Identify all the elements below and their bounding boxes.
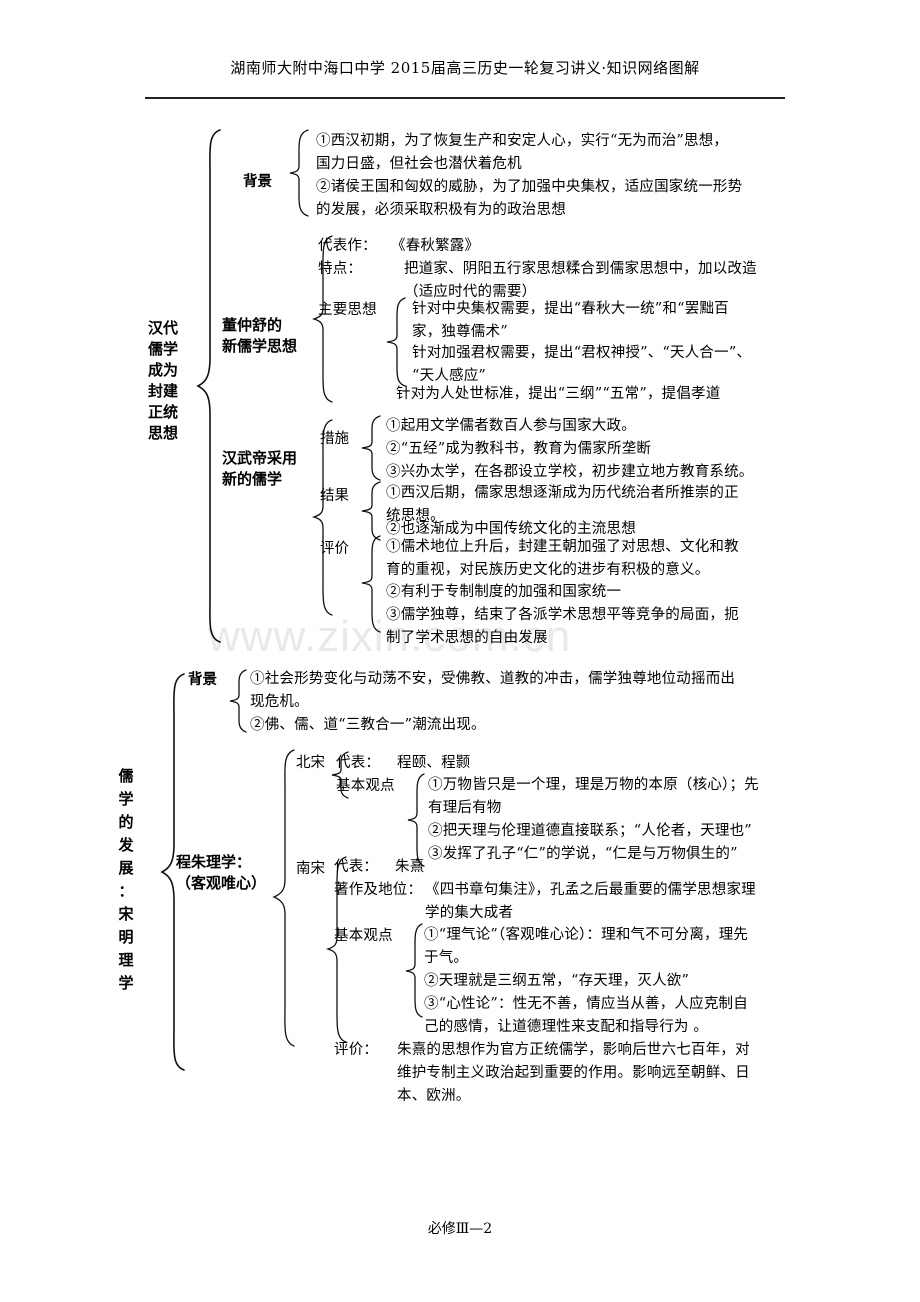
section2-nansong-view-3: ③“心性论”：性无不善，情应当从善，人应克制自 己的感情，让道德理性来支配和指导…	[424, 996, 748, 1035]
section1-dongzhongshu-mainideas-brace	[386, 297, 406, 387]
section1-hanwudi-evaluation-brace	[361, 535, 381, 633]
section2-nansong-views-label: 基本观点	[334, 928, 393, 944]
section2-nansong-label: 南宋	[296, 861, 325, 877]
section1-root-label: 汉代 儒学 成为 封建 正统 思想	[147, 319, 178, 442]
section1-hanwudi-result-label: 结果	[320, 488, 349, 504]
section2-beisong-views-brace	[407, 773, 425, 867]
section1-dongzhongshu-label: 董仲舒的 新儒学思想	[222, 316, 298, 355]
section1-background-label: 背景	[243, 173, 272, 190]
section2-nansong-works-label: 著作及地位：	[334, 882, 423, 898]
section1-hanwudi-result-brace	[361, 481, 381, 541]
section1-hanwudi-result-1: ①西汉后期，儒家思想逐渐成为历代统治者所推崇的正 统思想。	[386, 485, 739, 524]
page-footer: 必修Ⅲ—2	[427, 1221, 493, 1237]
section2-nansong-evaluation: 朱熹的思想作为官方正统儒学，影响后世六七百年，对 维护专制主义政治起到重要的作用…	[397, 1042, 750, 1104]
section1-hanwudi-label: 汉武帝采用 新的儒学	[222, 449, 298, 488]
section2-beisong-view-1: ①万物皆只是一个理，理是万物的本原（核心）；先 有理后有物	[428, 777, 759, 816]
section2-beisong-view-3: ③发挥了孔子“仁”的学说，“仁是与万物俱生的”	[428, 846, 738, 862]
section1-dongzhongshu-feature-label: 特点：	[318, 261, 363, 277]
page-header: 湖南师大附中海口中学 2015届高三历史一轮复习讲义·知识网络图解	[230, 59, 700, 77]
section2-nansong-representative: 朱熹	[395, 859, 425, 875]
section2-background-item-1: ①社会形势变化与动荡不安，受佛教、道教的冲击，儒学独尊地位动摇而出 现危机。	[250, 671, 736, 710]
section1-hanwudi-result-2: ②也逐渐成为中国传统文化的主流思想	[386, 521, 636, 537]
section2-beisong-view-2: ②把天理与伦理道德直接联系；“人伦者，天理也”	[428, 823, 752, 839]
section1-dongzhongshu-mainideas-label: 主要思想	[318, 302, 377, 318]
section2-background-item-2: ②佛、儒、道“三教合一”潮流出现。	[250, 717, 486, 733]
section1-dongzhongshu-mainidea-3: 针对为人处世标准，提出“三纲”“五常”，提倡孝道	[396, 386, 721, 402]
section2-nansong-views-brace	[405, 923, 423, 1018]
section2-beisong-label: 北宋	[296, 755, 325, 771]
section1-hanwudi-evaluation-3: ③儒学独尊，结束了各派学术思想平等竞争的局面，扼 制了学术思想的自由发展	[386, 607, 739, 646]
section2-background-label: 背景	[188, 671, 217, 688]
section1-hanwudi-evaluation-2: ②有利于专制制度的加强和国家统一	[386, 584, 622, 600]
section1-dongzhongshu-mainidea-1: 针对中央集权需要，提出“春秋大一统”和“罢黜百 家，独尊儒术”	[412, 301, 729, 340]
section1-hanwudi-measure-2: ②“五经”成为教科书，教育为儒家所垄断	[386, 441, 652, 457]
section2-nansong-view-1: ①“理气论”（客观唯心论）：理和气不可分离，理先 于气。	[424, 927, 749, 966]
section2-root-brace	[160, 673, 185, 1071]
section2-beisong-representative-label: 代表：	[336, 755, 381, 771]
header-divider	[145, 97, 785, 99]
section1-dongzhongshu-feature: 把道家、阴阳五行家思想糅合到儒家思想中，加以改造 （适应时代的需要）	[404, 261, 757, 300]
section1-hanwudi-measure-1: ①起用文学儒者数百人参与国家大政。	[386, 418, 636, 434]
section2-nansong-view-2: ②天理就是三纲五常，“存天理，灭人欲”	[424, 973, 690, 989]
section2-chengzhu-label: 程朱理学： （客观唯心）	[176, 853, 267, 892]
section1-background-item-2: ②诸侯王国和匈奴的威胁，为了加强中央集权，适应国家统一形势 的发展，必须采取积极…	[316, 179, 743, 218]
section2-beisong-brace	[331, 751, 349, 799]
section1-hanwudi-measure-3: ③兴办太学，在各郡设立学校，初步建立地方教育系统。	[386, 464, 754, 480]
section2-beisong-views-label: 基本观点	[336, 778, 395, 794]
section1-root-brace	[196, 129, 221, 643]
section1-hanwudi-measures-brace	[361, 415, 381, 481]
section1-hanwudi-brace	[311, 419, 333, 616]
section2-nansong-evaluation-label: 评价：	[334, 1042, 379, 1058]
section2-root-label: 儒 学 的 发 展 ： 宋 明 理 学	[118, 767, 134, 992]
section1-hanwudi-measures-label: 措施	[320, 431, 349, 447]
section1-dongzhongshu-mainidea-2: 针对加强君权需要，提出“君权神授”、“天人合一”、 “天人感应”	[412, 345, 752, 384]
section1-dongzhongshu-brace	[311, 235, 333, 403]
section1-dongzhongshu-work: 《春秋繁露》	[391, 238, 480, 254]
section2-nansong-brace	[325, 856, 347, 1043]
section2-chengzhu-brace	[272, 749, 295, 1047]
section2-background-brace	[229, 669, 247, 733]
section2-beisong-representative: 程颐、程颢	[397, 755, 471, 771]
section1-hanwudi-evaluation-label: 评价	[320, 541, 349, 557]
section1-dongzhongshu-work-label: 代表作：	[318, 238, 377, 254]
section1-background-brace	[289, 129, 309, 217]
section2-nansong-representative-label: 代表：	[334, 859, 379, 875]
section2-nansong-works: 《四书章句集注》，孔孟之后最重要的儒学思想家理 学的集大成者	[425, 882, 756, 921]
section1-hanwudi-evaluation-1: ①儒术地位上升后，封建王朝加强了对思想、文化和教 育的重视，对民族历史文化的进步…	[386, 539, 739, 578]
section1-background-item-1: ①西汉初期，为了恢复生产和安定人心，实行“无为而治”思想， 国力日盛，但社会也潜…	[316, 133, 729, 172]
